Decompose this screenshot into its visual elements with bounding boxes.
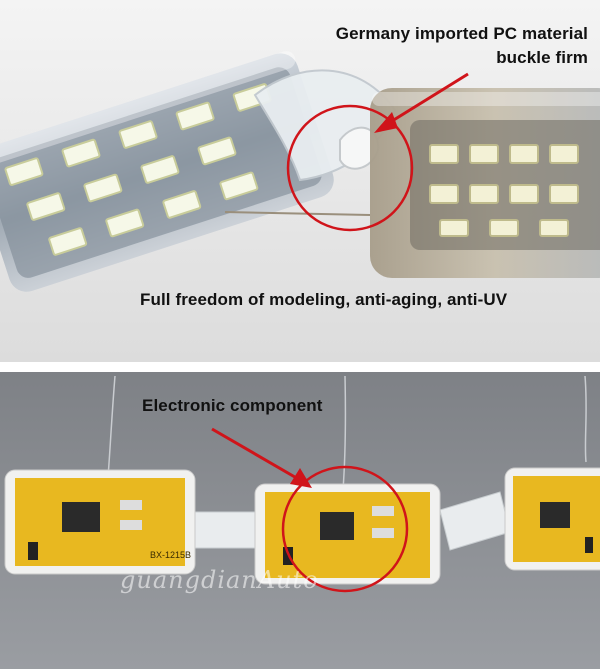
highlight-circle <box>286 104 414 232</box>
panel-divider <box>0 362 600 372</box>
pointer-arrow-line <box>383 72 469 128</box>
pcb-left-model: BX-1215B <box>150 550 191 560</box>
pcb-middle <box>254 483 441 585</box>
caption-material-line2: buckle firm <box>496 48 588 67</box>
caption-material-line1: Germany imported PC material <box>335 24 588 43</box>
photo-led-strip-clip: Germany imported PC material buckle firm… <box>0 0 600 362</box>
highlight-circle-component <box>281 465 409 593</box>
pcb-right <box>504 467 600 571</box>
watermark: guangdianAuto <box>120 566 319 594</box>
led-module-right <box>370 88 600 278</box>
caption-material: Germany imported PC material buckle firm <box>336 22 588 70</box>
caption-modeling: Full freedom of modeling, anti-aging, an… <box>140 290 508 309</box>
led-module-left <box>0 51 334 292</box>
pcb-left: BX-1215B <box>4 469 196 575</box>
caption-component: Electronic component <box>142 396 323 415</box>
pointer-arrow-line-component <box>211 427 301 482</box>
pointer-arrowhead-component <box>290 468 312 488</box>
photo-electronic-boards: BX-1215B Electronic component guangdianA… <box>0 372 600 669</box>
pointer-arrowhead <box>374 112 398 133</box>
